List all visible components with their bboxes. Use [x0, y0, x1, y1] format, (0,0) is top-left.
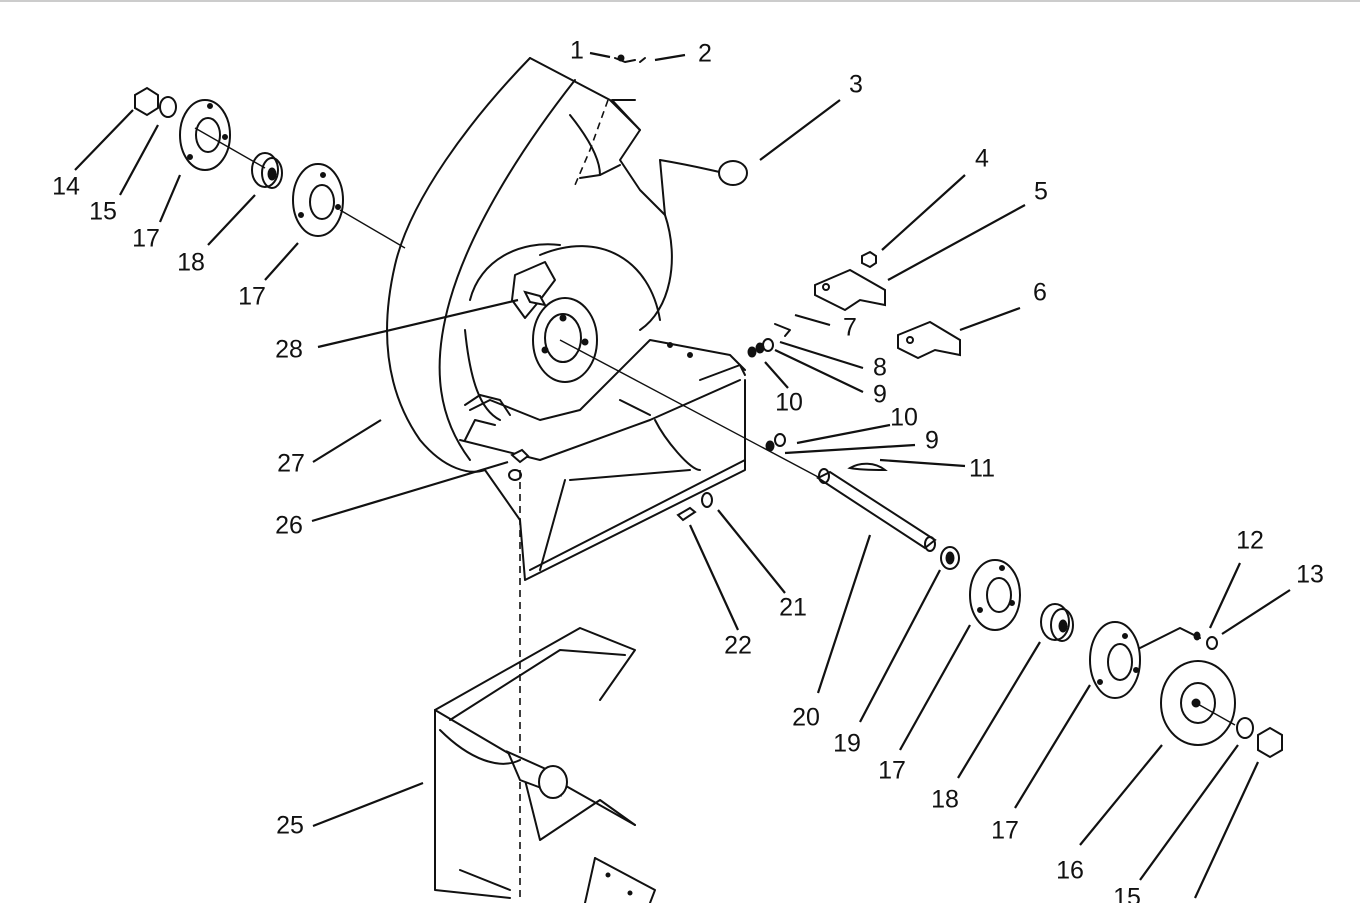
nut-10-icon [747, 346, 757, 358]
label-part-7: 7 [843, 314, 857, 342]
label-part-11: 11 [969, 455, 995, 483]
small-parts-top [614, 54, 748, 216]
label-part-4: 4 [975, 145, 989, 173]
impeller-housing [386, 57, 746, 581]
label-part-2: 2 [698, 40, 712, 68]
label-part-15-left: 15 [89, 198, 117, 226]
bearing-18-lower-icon [1040, 603, 1074, 642]
knob-3-icon [718, 160, 748, 186]
bracket-parts [747, 250, 961, 472]
flange-17-left-icon [179, 99, 231, 171]
label-part-3: 3 [849, 71, 863, 99]
washer-15-right-icon [1236, 717, 1254, 739]
bolt-7-icon [774, 323, 791, 337]
label-part-21: 21 [779, 594, 807, 622]
screw-28-icon [523, 290, 547, 307]
washer-8-icon [762, 338, 774, 352]
label-part-1: 1 [570, 37, 584, 65]
bracket-6-icon [897, 320, 961, 360]
bracket-5-icon [814, 268, 886, 312]
label-part-19: 19 [833, 730, 861, 758]
label-part-17-lower-a: 17 [878, 757, 906, 785]
label-part-13: 13 [1296, 561, 1324, 589]
label-part-16: 16 [1056, 857, 1084, 885]
washer-13-icon [1206, 636, 1218, 650]
label-part-10-lower: 10 [890, 404, 918, 432]
flange-17-right-icon [292, 163, 344, 237]
shaft-assembly [559, 339, 1283, 759]
left-bearing-stack [134, 86, 406, 249]
hardware-small [508, 290, 713, 522]
label-part-9-lower: 9 [925, 427, 939, 455]
washer-15-icon [159, 96, 177, 118]
screw-26-icon [510, 448, 530, 464]
nut-14-right-icon [1257, 726, 1283, 759]
label-part-15-right: 15 [1113, 884, 1141, 903]
label-part-26: 26 [275, 512, 303, 540]
label-part-17-left-a: 17 [132, 225, 160, 253]
washer-9-icon [755, 342, 765, 354]
label-part-18-left: 18 [177, 249, 205, 277]
label-part-9-upper: 9 [873, 381, 887, 409]
flange-17-lower-left-icon [969, 559, 1021, 631]
key-11-icon [847, 462, 888, 472]
part-number-labels: 1 2 3 4 5 6 7 8 9 10 10 9 11 12 13 14 15… [52, 37, 1324, 903]
label-part-18-lower: 18 [931, 786, 959, 814]
label-part-6: 6 [1033, 279, 1047, 307]
spring-2-icon [639, 57, 646, 63]
label-part-8: 8 [873, 354, 887, 382]
label-part-28: 28 [275, 336, 303, 364]
nut-14-icon [134, 86, 159, 117]
label-part-27: 27 [277, 450, 305, 478]
bearing-18-left-icon [251, 152, 283, 189]
shaft-20-icon [815, 470, 937, 550]
label-part-10-upper: 10 [775, 389, 803, 417]
label-part-25: 25 [276, 812, 304, 840]
washer-21-icon [701, 492, 713, 508]
nut-4-icon [861, 250, 877, 269]
label-part-5: 5 [1034, 178, 1048, 206]
label-part-12: 12 [1236, 527, 1264, 555]
nut-12-icon [1193, 631, 1201, 641]
label-part-14: 14 [52, 173, 80, 201]
leader-lines [74, 51, 1291, 899]
flange-17-lower-right-icon [1089, 621, 1141, 699]
bolt-22-icon [676, 506, 697, 522]
washer-10b-icon [774, 433, 786, 447]
label-part-17-left-b: 17 [238, 283, 266, 311]
label-part-20: 20 [792, 704, 820, 732]
label-part-17-lower-b: 17 [991, 817, 1019, 845]
impeller-25-icon [434, 470, 656, 903]
pulley-16-icon [1160, 660, 1236, 746]
label-part-22: 22 [724, 632, 752, 660]
